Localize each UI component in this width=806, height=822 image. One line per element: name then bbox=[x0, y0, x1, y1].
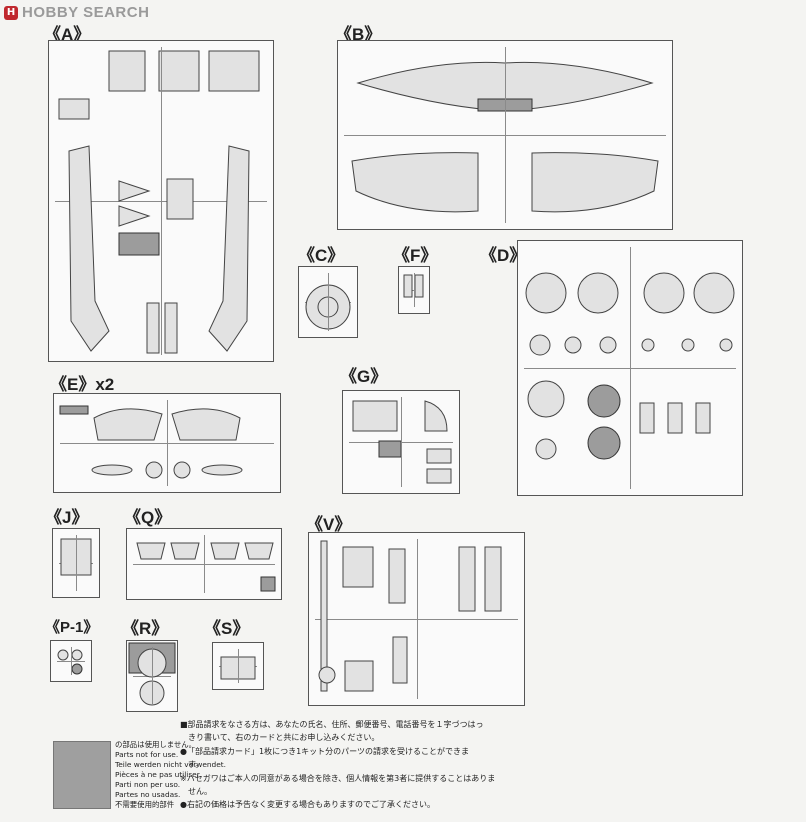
logo-text: HOBBY SEARCH bbox=[22, 4, 150, 21]
sprue-j-frame bbox=[52, 528, 100, 598]
sprue-c-frame bbox=[298, 266, 358, 338]
sprue-j-parts bbox=[60, 538, 92, 576]
sprue-label-v: 《V》 bbox=[306, 515, 352, 534]
sprue-label-f: 《F》 bbox=[393, 246, 438, 265]
parts-request-notes: ■部品請求をなさる方は、あなたの氏名、住所、郵便番号、電話番号を１字づつはっ き… bbox=[180, 718, 540, 812]
legend-line: 不需要使用的部件 bbox=[115, 800, 175, 809]
note-line: ●「部品請求カード」1枚につき1キット分のパーツの請求を受けることができま bbox=[180, 746, 469, 756]
sprue-label-a: 《A》 bbox=[44, 25, 91, 44]
sprue-label-s: 《S》 bbox=[204, 619, 250, 638]
sprue-label-d: 《D》 bbox=[480, 246, 527, 265]
sprue-e-parts bbox=[59, 405, 243, 479]
legend-line: Pièces à ne pas utiliser. bbox=[115, 770, 202, 779]
sprue-f-frame bbox=[398, 266, 430, 314]
sprue-label-r: 《R》 bbox=[122, 619, 169, 638]
sprue-f-parts bbox=[403, 274, 424, 298]
sprue-b-frame bbox=[337, 40, 673, 230]
sprue-r-frame bbox=[126, 640, 178, 712]
legend-line: の部品は使用しません。 bbox=[115, 740, 197, 749]
sprue-label-p1: 《P-1》 bbox=[45, 619, 99, 636]
sprue-d-frame bbox=[517, 240, 743, 496]
note-line: ●右記の価格は予告なく変更する場合もありますのでご了承ください。 bbox=[180, 800, 435, 810]
sprue-p1-parts bbox=[57, 649, 83, 675]
sprue-a-frame bbox=[48, 40, 274, 362]
sprue-g-frame bbox=[342, 390, 460, 494]
sprue-r-parts bbox=[128, 642, 176, 706]
sprue-g-parts bbox=[352, 400, 452, 484]
note-line: ■部品請求をなさる方は、あなたの氏名、住所、郵便番号、電話番号を１字づつはっ bbox=[180, 720, 484, 729]
sprue-label-g: 《G》 bbox=[340, 367, 388, 386]
sprue-label-j: 《J》 bbox=[45, 508, 89, 527]
sprue-label-q: 《Q》 bbox=[124, 508, 172, 527]
sprue-v-frame bbox=[308, 532, 525, 706]
legend-line: Teile werden nicht verwendet. bbox=[115, 760, 227, 769]
note-line: せん。 bbox=[180, 787, 212, 797]
logo-badge: H bbox=[4, 5, 18, 20]
sprue-a-parts bbox=[58, 50, 260, 354]
sprue-d-parts bbox=[525, 272, 735, 460]
legend-line: Partes no usadas. bbox=[115, 790, 181, 799]
site-logo: H HOBBY SEARCH bbox=[4, 4, 149, 21]
sprue-label-b: 《B》 bbox=[335, 25, 382, 44]
sprue-v-parts bbox=[318, 540, 502, 692]
note-line: す。 bbox=[180, 760, 204, 770]
sprue-s-frame bbox=[212, 642, 264, 690]
sprue-b-parts bbox=[351, 61, 659, 213]
sprue-label-c: 《C》 bbox=[298, 246, 345, 265]
unused-parts-legend: の部品は使用しません。 Parts not for use. Teile wer… bbox=[115, 740, 226, 810]
sprue-e-frame bbox=[53, 393, 281, 493]
sprue-p1-frame bbox=[50, 640, 92, 682]
sprue-c-parts bbox=[305, 284, 351, 330]
sprue-s-parts bbox=[220, 656, 256, 680]
legend-line: Parts not for use. bbox=[115, 750, 179, 759]
unused-parts-swatch bbox=[53, 741, 111, 809]
legend-line: Parti non per uso. bbox=[115, 780, 181, 789]
sprue-q-frame bbox=[126, 528, 282, 600]
sprue-label-e: 《E》x2 bbox=[50, 375, 115, 394]
note-line: きり書いて、右のカードと共にお申し込みください。 bbox=[180, 733, 380, 743]
sprue-q-parts bbox=[136, 542, 276, 592]
note-line: ※ハセガワはご本人の同意がある場合を除き、個人情報を第3者に提供することはありま bbox=[180, 773, 496, 783]
